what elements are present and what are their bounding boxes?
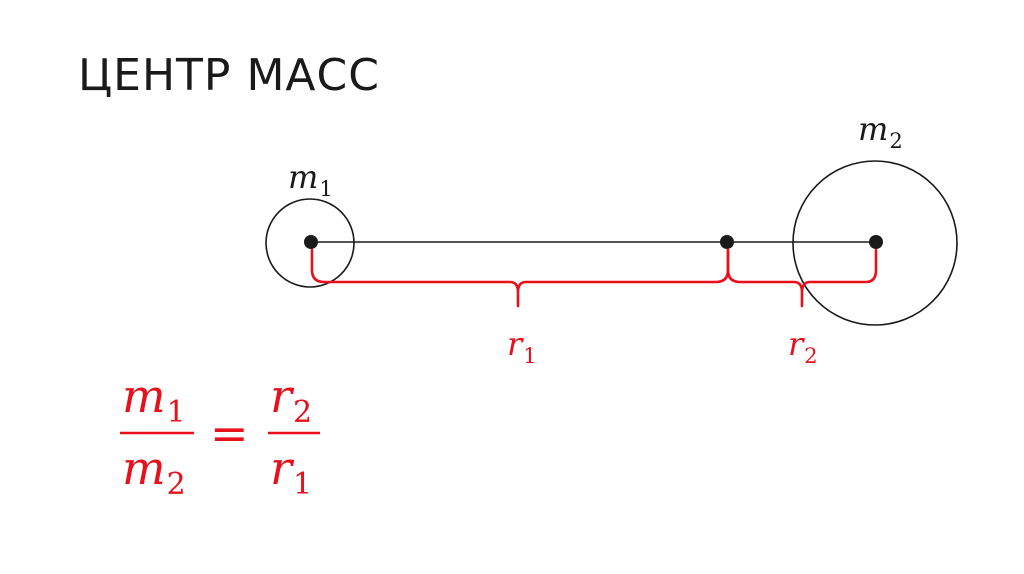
mass-1-label: m1 <box>288 158 333 201</box>
formula-lhs-numerator: m1 <box>122 369 186 430</box>
mass-ratio-formula: m1 m2 = r2 r1 <box>120 369 320 502</box>
page-title: ЦЕНТР МАСС <box>78 50 380 101</box>
mass-1-center-point <box>304 235 318 249</box>
distance-r1-label: r1 <box>507 325 537 368</box>
mass-1-circle <box>265 198 355 288</box>
center-of-mass-point <box>720 235 734 249</box>
formula-rhs-denominator: r1 <box>270 441 312 502</box>
mass-2-label: m2 <box>858 110 903 153</box>
r2-brace <box>726 248 878 308</box>
distance-r2-label: r2 <box>788 325 818 368</box>
formula-lhs-denominator: m2 <box>122 441 186 502</box>
r1-brace <box>310 248 730 308</box>
mass-2-circle <box>792 160 958 326</box>
mass-2-center-point <box>869 235 883 249</box>
formula-rhs-numerator: r2 <box>270 369 312 430</box>
formula-equals-sign: = <box>210 406 249 460</box>
